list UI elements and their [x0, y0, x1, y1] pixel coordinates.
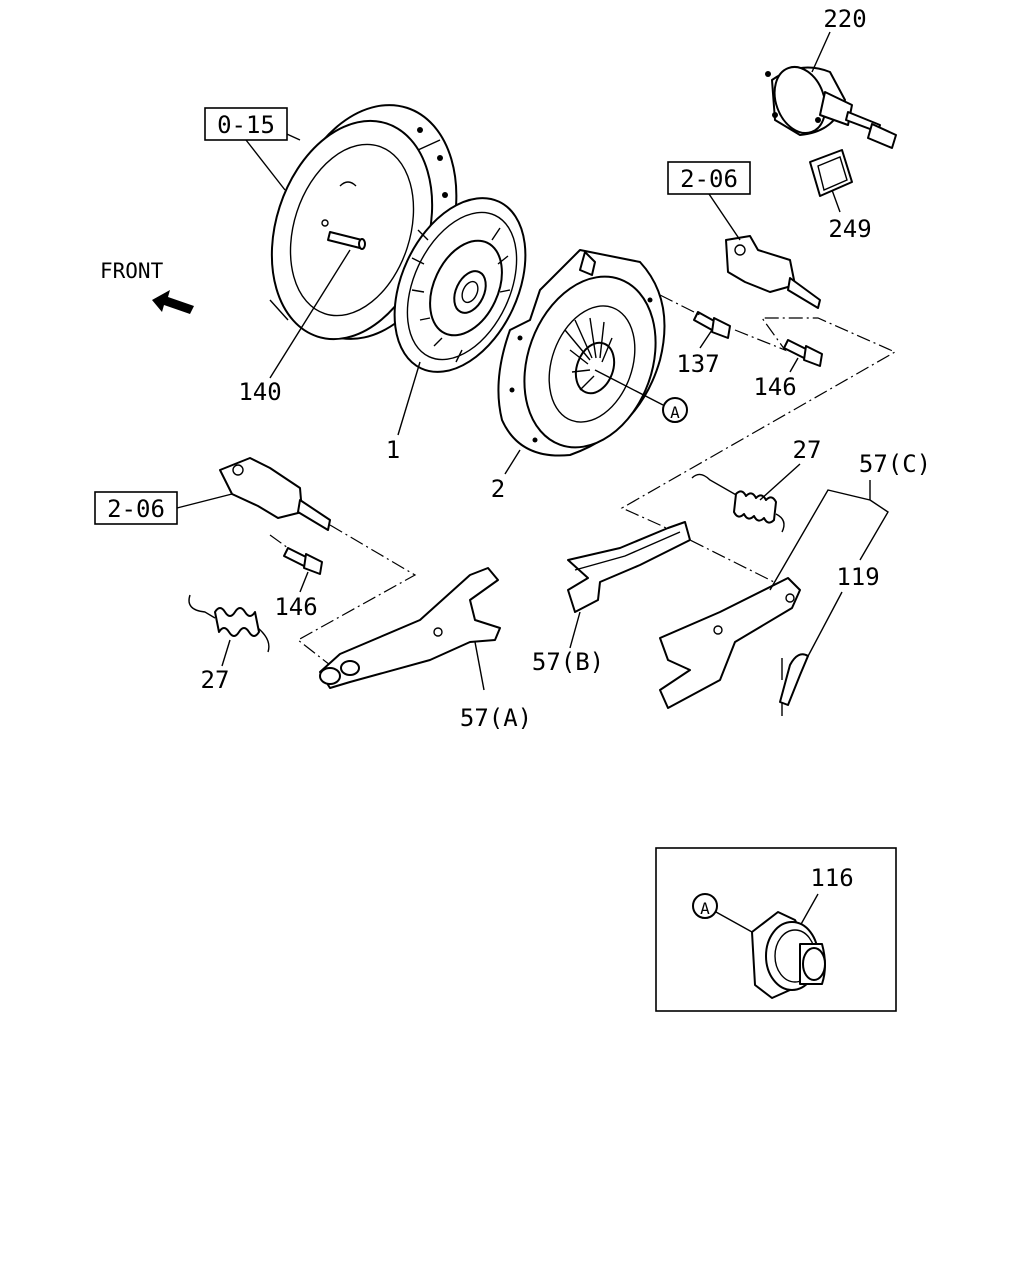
label-220: 220 — [823, 5, 866, 33]
release-bearing — [751, 911, 826, 999]
label-1: 1 — [386, 436, 400, 464]
clutch-servo — [765, 66, 897, 149]
slave-cylinder-right — [725, 235, 821, 309]
label-57c: 57(C) — [859, 450, 931, 478]
front-arrow-icon — [152, 290, 194, 314]
callout-a-main: A — [594, 369, 688, 423]
label-27-left: 27 — [201, 666, 230, 694]
ref-box-slave-left: 2-06 — [94, 491, 233, 525]
bolt-137 — [693, 311, 731, 339]
label-249: 249 — [828, 215, 871, 243]
return-spring-left — [188, 594, 270, 653]
dowel-pin — [321, 219, 366, 250]
centerline-right-bolts — [620, 294, 897, 591]
label-140: 140 — [238, 378, 281, 406]
servo-gasket — [809, 149, 853, 197]
bolt-146-left — [283, 547, 323, 575]
centerline-left — [269, 524, 417, 666]
label-146-right: 146 — [753, 373, 796, 401]
svg-text:A: A — [700, 899, 710, 918]
release-lever-b — [567, 521, 691, 613]
clutch-disc — [393, 197, 527, 373]
return-spring-right — [691, 473, 785, 533]
bolt-146-right — [783, 339, 823, 367]
inset-release-bearing: A 116 — [655, 847, 897, 1012]
svg-text:2-06: 2-06 — [680, 165, 738, 193]
ref-box-slave-right: 2-06 — [667, 161, 751, 241]
front-indicator: FRONT — [100, 259, 194, 314]
svg-text:0-15: 0-15 — [217, 111, 275, 139]
ref-box-flywheel: 0-15 — [204, 107, 288, 191]
release-lever-a — [319, 567, 501, 689]
label-2: 2 — [491, 475, 505, 503]
svg-text:2-06: 2-06 — [107, 495, 165, 523]
release-lever-c — [659, 577, 801, 709]
slave-cylinder-left — [219, 457, 331, 531]
label-57a: 57(A) — [460, 704, 532, 732]
label-119: 119 — [836, 563, 879, 591]
svg-text:FRONT: FRONT — [100, 259, 164, 283]
svg-text:A: A — [670, 403, 680, 422]
label-137: 137 — [676, 350, 719, 378]
label-146-left: 146 — [274, 593, 317, 621]
pressure-plate — [497, 249, 666, 457]
spring-clip — [779, 653, 809, 716]
label-116: 116 — [810, 864, 853, 892]
label-57b: 57(B) — [532, 648, 604, 676]
label-27-right: 27 — [793, 436, 822, 464]
